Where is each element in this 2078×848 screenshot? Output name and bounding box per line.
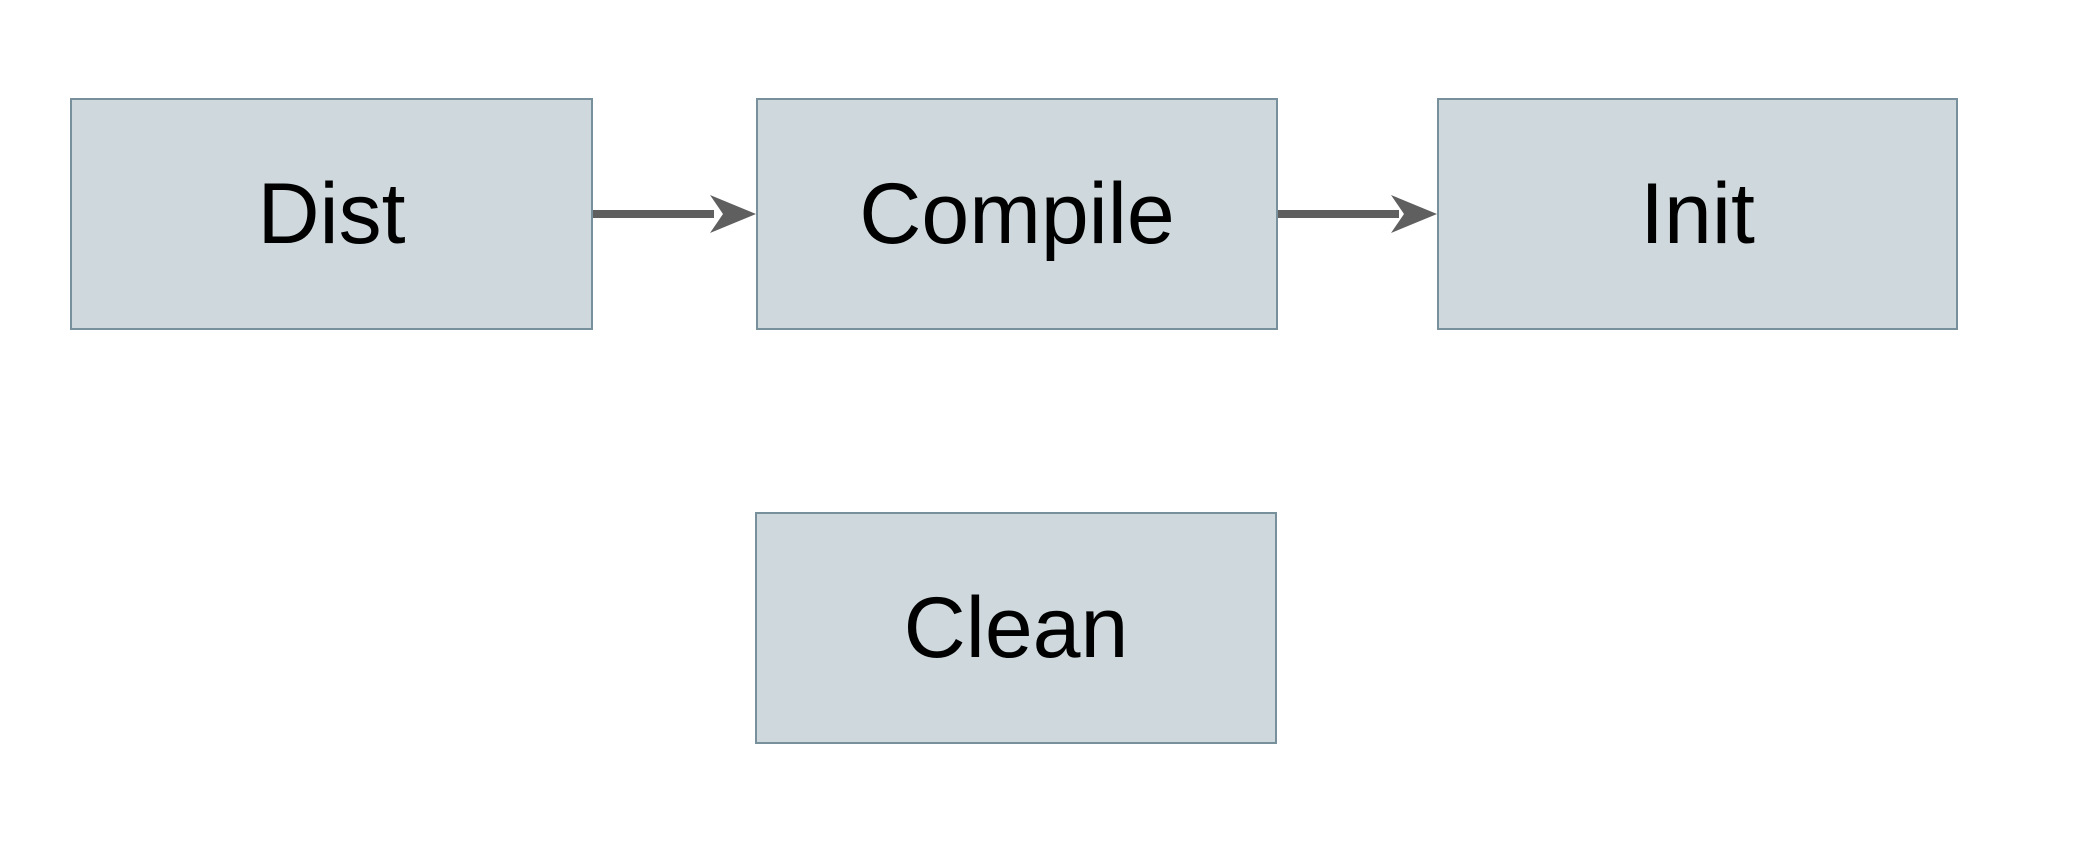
- node-compile-label: Compile: [859, 166, 1175, 262]
- node-init[interactable]: Init: [1437, 98, 1958, 330]
- node-dist-label: Dist: [257, 166, 406, 262]
- arrowhead-icon: [710, 195, 756, 233]
- connector-compile-init: [1278, 195, 1437, 233]
- node-init-label: Init: [1640, 166, 1755, 262]
- node-compile[interactable]: Compile: [756, 98, 1278, 330]
- arrowhead-icon: [1391, 195, 1437, 233]
- connector-dist-compile: [593, 195, 756, 233]
- node-clean-label: Clean: [903, 580, 1129, 676]
- node-dist[interactable]: Dist: [70, 98, 593, 330]
- node-clean[interactable]: Clean: [755, 512, 1277, 744]
